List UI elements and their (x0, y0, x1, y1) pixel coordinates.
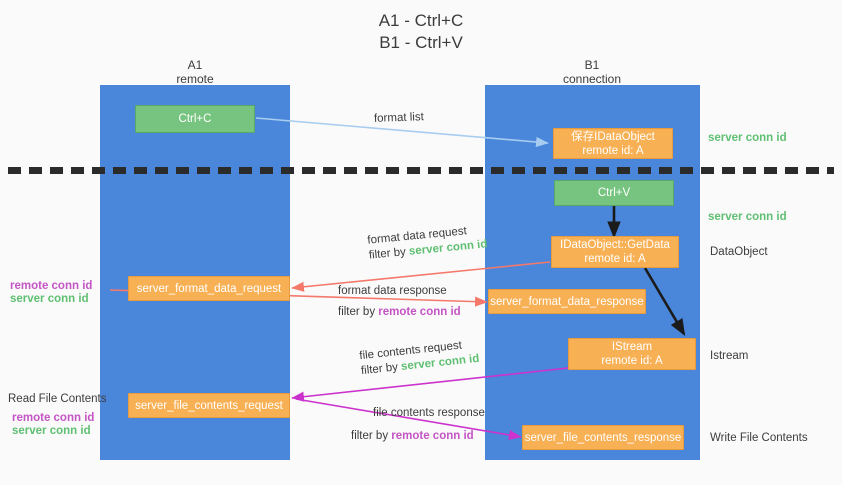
arrow-getdata-to-istream (643, 267, 686, 337)
right-label-write-file-contents-text: Write File Contents (710, 432, 808, 444)
edge-label-format-list-text: format list (373, 111, 425, 125)
node-istream[interactable]: IStream remote id: A (568, 338, 696, 370)
filter-value-remote-conn-id: remote conn id (391, 430, 474, 442)
node-server-file-contents-response-label: server_file_contents_response (524, 431, 682, 444)
right-label-istream: Istream (710, 349, 748, 364)
lane-a1-name: A1 (187, 58, 203, 72)
node-ctrl-c[interactable]: Ctrl+C (135, 105, 255, 133)
right-label-istream-text: Istream (710, 350, 749, 362)
node-getdata-label: IDataObject::GetData (560, 239, 670, 251)
node-server-file-contents-request-label: server_file_contents_request (135, 399, 283, 412)
edge-label-file-contents-response-text: file contents response (373, 407, 485, 419)
arrow-file-contents-request (291, 367, 569, 402)
node-ctrl-v-label: Ctrl+V (597, 187, 631, 199)
right-label-write-file-contents: Write File Contents (710, 431, 808, 446)
left-label-server-conn-id-1: server conn id (10, 292, 89, 307)
node-store-idataobject-label: 保存IDataObject (571, 130, 655, 143)
node-server-file-contents-response[interactable]: server_file_contents_response (522, 425, 684, 450)
left-label-read-file-contents: Read File Contents (8, 392, 106, 407)
node-ctrl-c-label: Ctrl+C (178, 113, 212, 125)
filter-prefix: filter by (360, 360, 402, 378)
node-server-file-contents-request[interactable]: server_file_contents_request (128, 393, 290, 418)
node-ctrl-v[interactable]: Ctrl+V (554, 180, 674, 206)
left-label-remote-conn-id-1-text: remote conn id (10, 280, 93, 292)
edge-label-format-data-response-filter: filter by remote conn id (338, 305, 461, 320)
edge-label-file-contents-response-filter: filter by remote conn id (351, 429, 485, 444)
left-label-remote-conn-id-2-text: remote conn id (12, 412, 95, 424)
filter-prefix: filter by (351, 430, 392, 442)
right-label-server-conn-id-top-text: server conn id (708, 132, 787, 144)
lane-header-a1: A1 remote (125, 58, 265, 86)
lane-header-b1: B1 connection (522, 58, 662, 86)
edge-label-format-list: format list (374, 110, 424, 127)
arrow-format-data-request (291, 261, 551, 292)
edge-label-format-data-response: format data response filter by remote co… (338, 284, 461, 320)
node-istream-sublabel: remote id: A (601, 355, 663, 367)
right-label-server-conn-id-second: server conn id (708, 210, 787, 225)
lane-b1-name: B1 (584, 58, 600, 72)
node-server-format-data-response-label: server_format_data_response (490, 295, 644, 308)
diagram-title: A1 - Ctrl+C B1 - Ctrl+V (0, 10, 842, 54)
left-label-remote-conn-id-2: remote conn id (12, 411, 94, 426)
left-label-read-file-contents-text: Read File Contents (8, 393, 107, 405)
left-label-server-conn-id-1-text: server conn id (10, 293, 89, 305)
right-label-server-conn-id-second-text: server conn id (708, 211, 787, 223)
right-label-dataobject: DataObject (710, 245, 768, 260)
filter-prefix: filter by (338, 306, 379, 318)
lane-a1-role: remote (176, 72, 214, 86)
right-label-dataobject-text: DataObject (710, 246, 768, 258)
diagram-title-line-1: A1 - Ctrl+C (378, 11, 464, 30)
node-server-format-data-response[interactable]: server_format_data_response (488, 289, 646, 314)
node-istream-label: IStream (611, 341, 653, 353)
right-label-server-conn-id-top: server conn id (708, 131, 787, 146)
node-getdata[interactable]: IDataObject::GetData remote id: A (551, 236, 679, 268)
left-label-server-conn-id-2-text: server conn id (12, 425, 91, 437)
arrow-file-contents-response (295, 398, 522, 441)
node-getdata-sublabel: remote id: A (584, 253, 646, 265)
left-label-remote-conn-id-1: remote conn id (10, 279, 92, 294)
filter-prefix: filter by (368, 245, 410, 262)
left-label-server-conn-id-2: server conn id (12, 424, 91, 439)
node-store-idataobject[interactable]: 保存IDataObject remote id: A (553, 128, 673, 159)
lane-b1-role: connection (562, 72, 622, 86)
arrow-format-list (255, 117, 549, 148)
node-server-format-data-request-label: server_format_data_request (136, 282, 282, 295)
edge-label-format-data-response-text: format data response (338, 285, 447, 297)
filter-value-remote-conn-id: remote conn id (378, 306, 461, 318)
node-store-idataobject-sublabel: remote id: A (582, 144, 644, 157)
diagram-title-line-2: B1 - Ctrl+V (379, 33, 463, 52)
node-server-format-data-request[interactable]: server_format_data_request (128, 276, 290, 301)
phase-divider (8, 167, 834, 174)
edge-label-file-contents-response: file contents response filter by remote … (351, 406, 485, 444)
